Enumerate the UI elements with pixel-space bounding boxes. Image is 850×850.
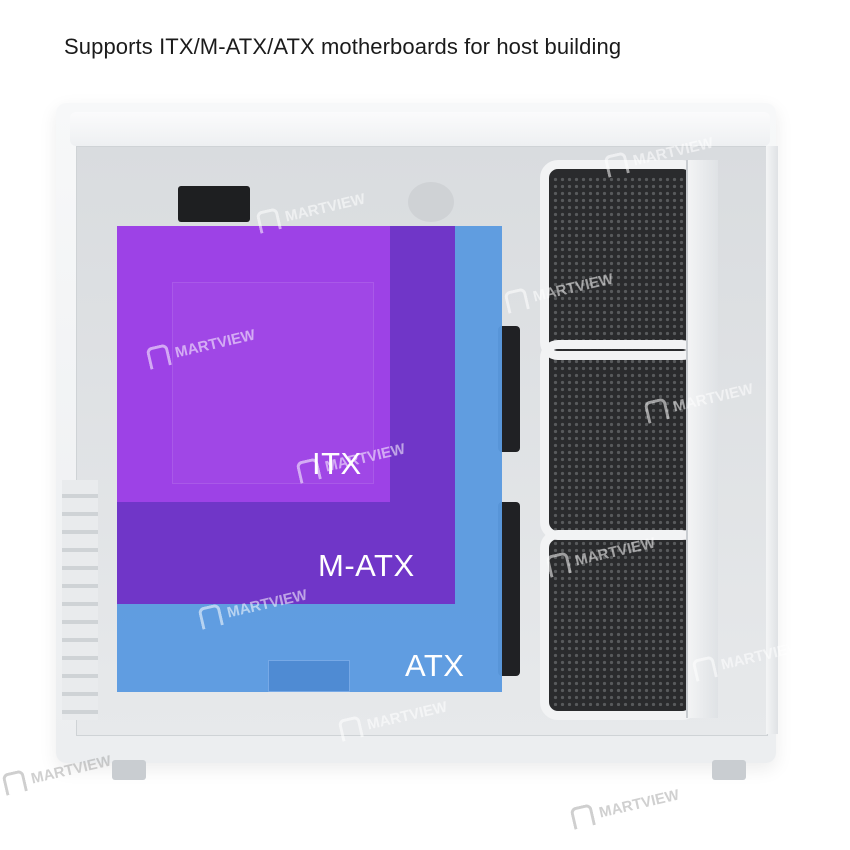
top-grommet <box>408 182 454 222</box>
watermark-logo-icon <box>569 803 596 830</box>
headline-caption: Supports ITX/M-ATX/ATX motherboards for … <box>64 34 622 59</box>
top-cutout <box>178 186 250 222</box>
fan-bracket-middle <box>540 340 700 540</box>
dust-filter-mesh <box>552 176 686 706</box>
itx-inner-shade <box>172 282 374 484</box>
expansion-slots <box>62 480 98 720</box>
cable-grommet-upper <box>498 326 520 452</box>
watermark-text: MARTVIEW <box>597 786 681 821</box>
matx-label: M-ATX <box>318 548 415 583</box>
atx-label: ATX <box>405 648 465 683</box>
fan-bracket-top <box>540 160 700 360</box>
glass-panel-edge <box>766 146 778 734</box>
cable-grommet-lower <box>498 502 520 676</box>
itx-area <box>117 226 390 502</box>
case-foot-right <box>712 760 746 780</box>
watermark-text: MARTVIEW <box>29 752 113 787</box>
case-top-panel <box>70 112 770 146</box>
atx-area-cutout <box>268 660 350 692</box>
case-foot-left <box>112 760 146 780</box>
fan-rail <box>686 160 718 718</box>
watermark-logo-icon <box>1 769 28 796</box>
itx-label: ITX <box>312 446 362 481</box>
watermark: MARTVIEW <box>569 784 682 830</box>
